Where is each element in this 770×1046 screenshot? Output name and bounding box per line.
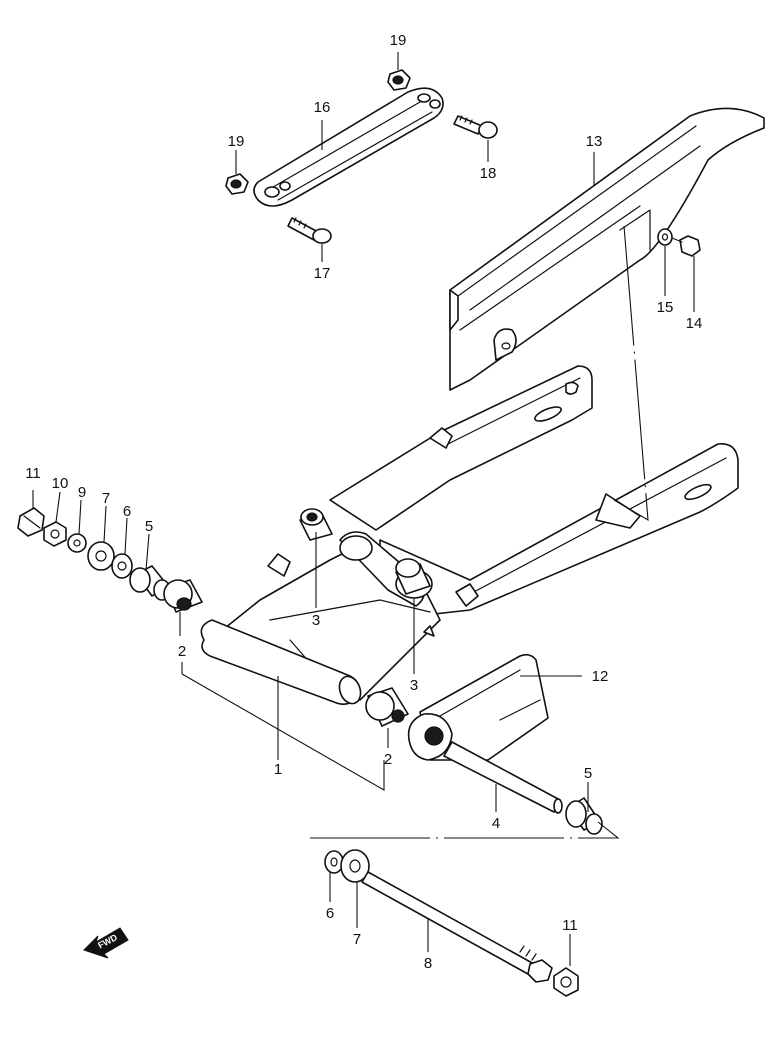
label-15: 15 xyxy=(657,299,674,316)
pivot-shaft-4[interactable] xyxy=(443,741,563,814)
label-7-right: 7 xyxy=(353,931,361,948)
bushing-3-upper[interactable] xyxy=(299,508,333,541)
forward-arrow-icon: FWD xyxy=(83,927,129,959)
label-11-right: 11 xyxy=(562,917,578,934)
nut-11-right[interactable] xyxy=(553,967,579,997)
leader-lines xyxy=(32,52,695,966)
label-6-right: 6 xyxy=(326,905,334,922)
label-6-left: 6 xyxy=(123,503,131,520)
bearing-2-left[interactable] xyxy=(163,579,203,613)
swingarm-1[interactable] xyxy=(200,365,739,707)
washer-6-right[interactable] xyxy=(324,850,344,874)
label-12: 12 xyxy=(592,668,609,685)
label-8: 8 xyxy=(424,955,432,972)
label-4: 4 xyxy=(492,815,500,832)
label-3-upper: 3 xyxy=(312,612,320,629)
label-14: 14 xyxy=(686,315,703,332)
nut-19-left[interactable] xyxy=(225,173,249,195)
label-7-left: 7 xyxy=(102,490,110,507)
washer-15[interactable] xyxy=(657,228,673,246)
label-3-lower: 3 xyxy=(410,677,418,694)
bolt-17[interactable] xyxy=(287,217,332,244)
label-19-top: 19 xyxy=(390,32,407,49)
nut-11-left[interactable] xyxy=(17,507,45,537)
spacer-5-left[interactable] xyxy=(129,565,171,601)
washer-6-left[interactable] xyxy=(111,553,133,579)
label-11-left: 11 xyxy=(25,465,41,482)
bolt-18[interactable] xyxy=(453,115,498,139)
label-9: 9 xyxy=(78,484,86,501)
label-2-left: 2 xyxy=(178,643,186,660)
washer-9[interactable] xyxy=(67,533,87,553)
label-16: 16 xyxy=(314,99,331,116)
label-5-right: 5 xyxy=(584,765,592,782)
bearing-2-right[interactable] xyxy=(365,687,409,727)
nut-10[interactable] xyxy=(43,521,67,547)
label-10: 10 xyxy=(52,475,69,492)
label-13: 13 xyxy=(586,133,603,150)
label-18: 18 xyxy=(480,165,497,182)
label-5-left: 5 xyxy=(145,518,153,535)
chain-case-13[interactable] xyxy=(449,107,765,391)
bolt-14[interactable] xyxy=(671,235,701,257)
part-labels: 19 16 19 18 17 13 15 14 11 10 9 7 6 5 3 … xyxy=(25,32,702,972)
pivot-axle-8[interactable] xyxy=(361,871,553,983)
bushing-3-lower[interactable] xyxy=(395,558,431,595)
oil-seal-7-left[interactable] xyxy=(87,541,115,571)
spacer-5-right[interactable] xyxy=(565,797,603,835)
label-17: 17 xyxy=(314,265,331,282)
oil-seal-7-right[interactable] xyxy=(340,849,370,883)
chain-buffer-12[interactable] xyxy=(407,653,549,761)
torque-rod-16[interactable] xyxy=(253,87,444,207)
label-1: 1 xyxy=(274,761,282,778)
nut-19-upper[interactable] xyxy=(387,69,411,91)
label-2-right: 2 xyxy=(384,751,392,768)
label-19-left: 19 xyxy=(228,133,245,150)
